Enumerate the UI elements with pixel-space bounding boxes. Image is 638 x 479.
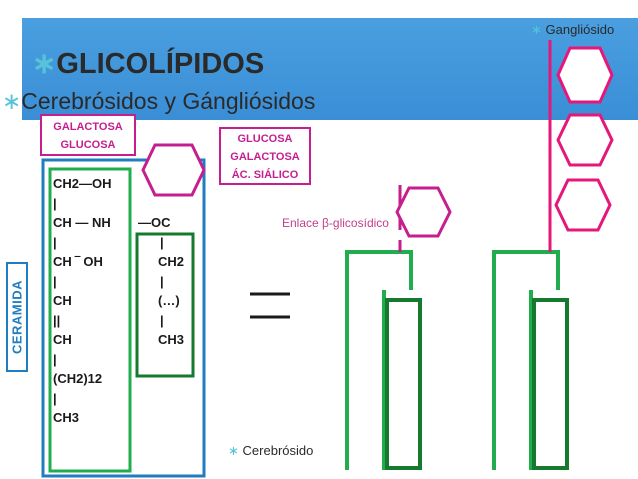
fa-line-1: —OC [138,215,171,230]
left-margin [0,0,22,479]
gangliosido-molecule [492,40,614,470]
slide-header-band [22,18,638,120]
cerebrosido-label: ∗ Cerebrósido [228,443,314,458]
gangliosido-label: ∗ Gangliósido [531,22,615,37]
sphingosine-chain: CH2—OH | CH — NH | CH ‾ OH | CH || CH | … [53,174,112,428]
chain-line-10: | [53,351,57,367]
glucosa-label: GLUCOSA [60,139,116,151]
fa-line-4: | [160,273,164,289]
top-margin [22,0,638,18]
ceramida-label-box: CERAMIDA [6,262,28,372]
acido-sialico-label: ÁC. SIÁLICO [231,169,299,181]
chain-line-5: CH ‾ OH [53,254,103,269]
fa-line-7: CH3 [158,332,185,347]
fa-line-6: | [160,312,164,328]
sugar-hexagon [141,143,206,197]
page-subtitle: ∗Cerebrósidos y Gángliósidos [2,88,316,114]
galactosa-label-2: GALACTOSA [230,151,300,163]
cerebrosido-molecule [345,185,452,470]
fa-line-3: CH2 [158,254,185,269]
glucosa-galactosa-sialico-box: GLUCOSA GALACTOSA ÁC. SIÁLICO [219,127,311,185]
chain-line-12: | [53,390,57,406]
glucosa-label-2: GLUCOSA [237,133,293,145]
chain-line-11: (CH2)12 [53,371,103,386]
sphingosine-box [48,167,132,473]
galactosa-glucosa-box: GALACTOSA GLUCOSA [40,114,136,156]
chain-line-7: CH [53,293,72,308]
ceramida-frame [41,158,206,478]
ceramida-label: CERAMIDA [9,279,25,355]
chain-line-1: CH2—OH [53,176,112,191]
fatty-acid-chain: —OC | CH2 | (…) | CH3 [138,213,184,350]
fa-line-2: | [160,234,164,250]
chain-line-4: | [53,234,57,250]
chain-line-8: || [53,312,61,328]
chain-line-13: CH3 [53,410,80,425]
enlace-label: Enlace β-glicosídico [282,216,389,230]
page-title: ∗GLICOLÍPIDOS [32,48,265,80]
chain-line-9: CH [53,332,72,347]
chain-line-3: CH — NH [53,215,111,230]
chain-line-6: | [53,273,57,289]
galactosa-label: GALACTOSA [53,121,123,133]
fa-line-5: (…) [158,293,180,308]
chain-line-2: | [53,195,57,211]
fatty-acid-box [135,232,195,378]
